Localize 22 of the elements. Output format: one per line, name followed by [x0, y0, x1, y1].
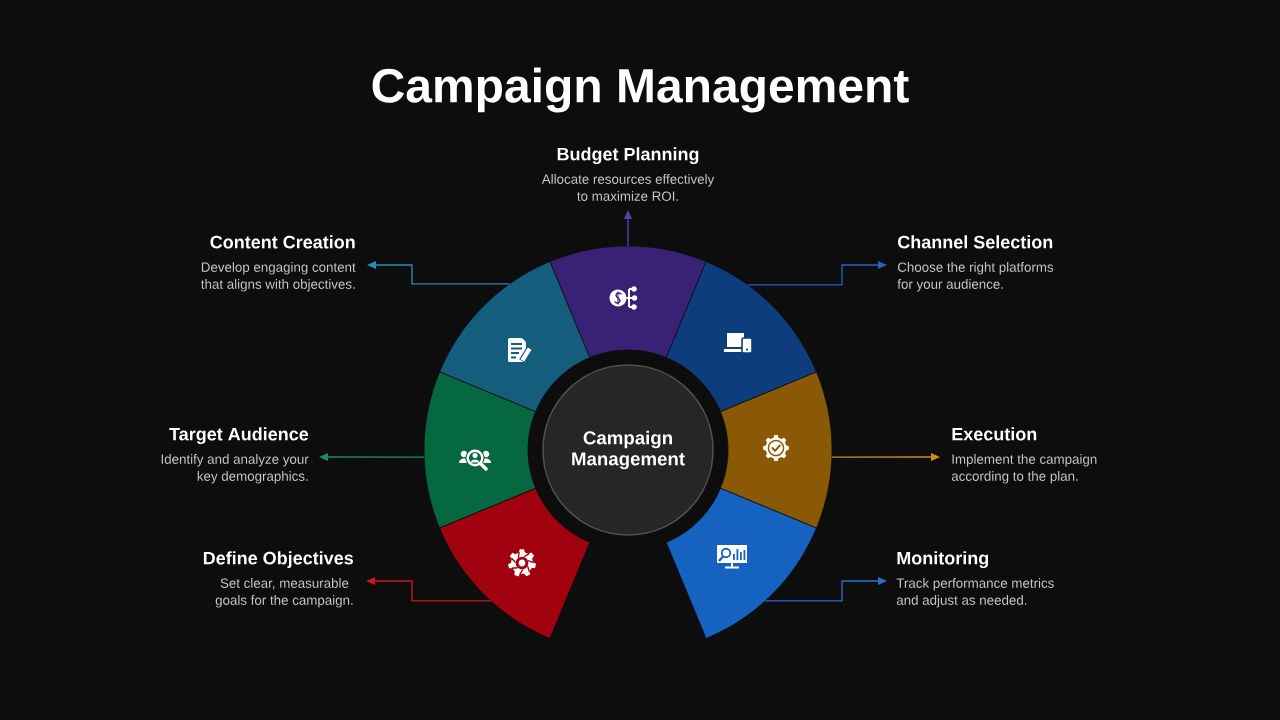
heading: Target Audience — [169, 427, 309, 445]
title: Campaign Management — [372, 67, 909, 113]
description: Identify and analyze your key demographics. — [161, 454, 309, 484]
arrow — [764, 577, 887, 602]
heading: Define Objectives — [203, 551, 353, 569]
description: Develop engaging content that aligns with objectives. — [201, 262, 356, 292]
description: Choose the right platforms for your audience. — [897, 262, 1054, 292]
arrow — [366, 577, 492, 602]
arrow — [624, 210, 632, 247]
description: Set clear, measurable goals for the campaign. — [215, 578, 353, 608]
arrow — [367, 261, 511, 285]
description: Implement the campaign according to the plan. — [951, 454, 1097, 484]
arrow — [831, 453, 940, 461]
heading: Content Creation — [210, 235, 355, 249]
description: Allocate resources effectively to maximize ROI. — [541, 174, 715, 201]
arrow — [747, 261, 887, 286]
heading: Budget Planning — [557, 147, 699, 165]
heading: Execution — [952, 427, 1037, 441]
arrow — [319, 453, 425, 461]
description: Track performance metrics and adjust as needed. — [896, 578, 1054, 608]
heading: Monitoring — [897, 551, 989, 569]
heading: Channel Selection — [898, 235, 1053, 249]
